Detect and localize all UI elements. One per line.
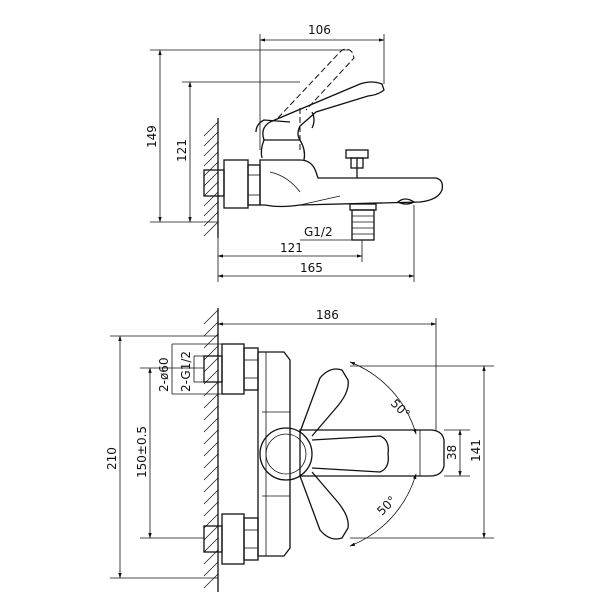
dim-top-width: 106 xyxy=(308,23,331,37)
dim-inlet: 2-G1/2 xyxy=(179,351,193,392)
top-view: 50° 50° 186 210 150±0.5 2-ø60 xyxy=(105,308,494,592)
side-view: 106 149 121 G1/2 121 165 xyxy=(145,23,444,282)
side-wall xyxy=(203,118,219,238)
dim-angle-bottom: 50° xyxy=(374,493,399,518)
side-connector xyxy=(203,159,261,209)
dim-bottom-inner: 121 xyxy=(280,241,303,255)
dim-thread: G1/2 xyxy=(304,225,333,239)
dim-total-height: 149 xyxy=(145,125,159,148)
dim-spout-width: 38 xyxy=(445,445,459,460)
side-outlet xyxy=(349,203,377,241)
dim-bottom-total: 165 xyxy=(300,261,323,275)
top-connector-lower xyxy=(203,513,259,565)
dim-right-height: 141 xyxy=(469,439,483,462)
top-handle xyxy=(259,368,389,540)
top-dimensions: 186 210 150±0.5 2-ø60 2-G1/2 xyxy=(105,308,494,579)
dim-inner-height: 121 xyxy=(175,139,189,162)
top-wall xyxy=(203,308,219,592)
dim-center-distance: 150±0.5 xyxy=(135,426,149,478)
top-spout xyxy=(299,429,445,477)
side-body xyxy=(259,139,444,208)
side-diverter xyxy=(345,149,369,178)
side-dimensions: 106 149 121 G1/2 121 165 xyxy=(145,23,415,282)
dim-top-width: 186 xyxy=(316,308,339,322)
dim-cover: 2-ø60 xyxy=(157,357,171,392)
dim-total-height: 210 xyxy=(105,447,119,470)
top-angle-arcs: 50° 50° xyxy=(349,361,417,547)
top-body xyxy=(257,351,291,557)
dim-angle-top: 50° xyxy=(388,396,413,421)
side-handle xyxy=(255,48,385,152)
